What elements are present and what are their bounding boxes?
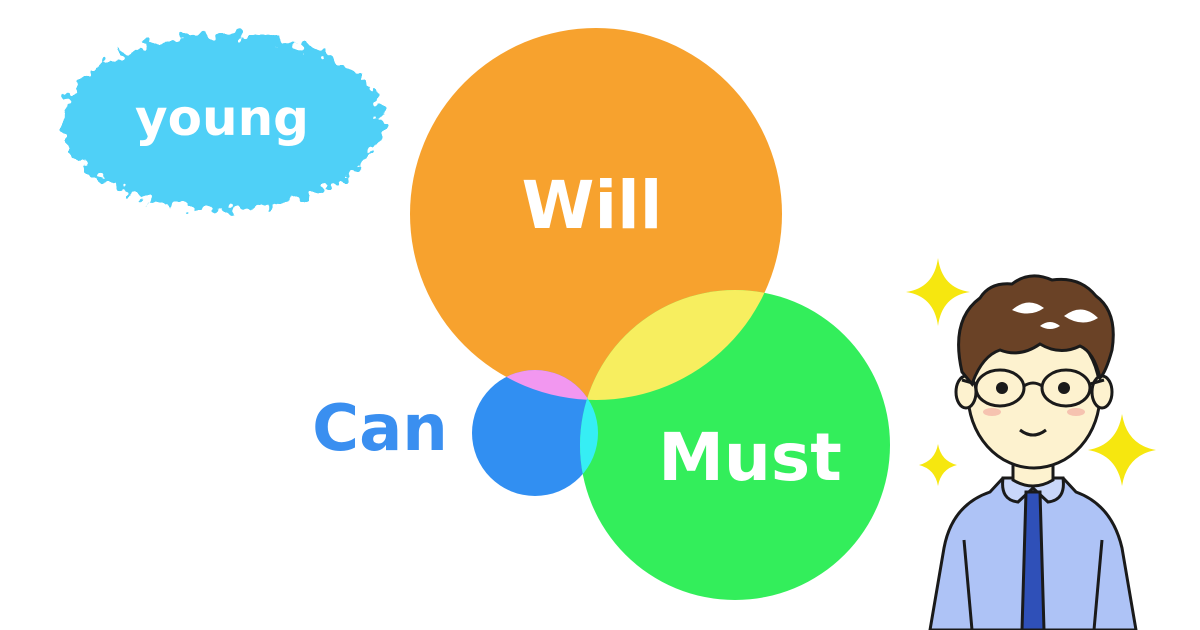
sparkle-icon [1088, 414, 1156, 486]
young-label: young [135, 89, 309, 147]
venn-diagram: Will Must Can [312, 28, 890, 600]
hair [957, 274, 1115, 387]
can-circle [472, 370, 598, 496]
glasses-icon [961, 368, 1105, 408]
can-label: Can [312, 392, 448, 466]
will-must-overlap [580, 290, 782, 400]
happy-man-icon [906, 258, 1156, 630]
will-label: Will [522, 167, 663, 244]
young-badge: young [62, 34, 382, 210]
paint-splash-background [62, 34, 382, 210]
sparkle-icon [919, 444, 957, 486]
tie [1020, 490, 1046, 630]
sparkle-icon [906, 258, 970, 326]
must-label: Must [658, 419, 842, 496]
